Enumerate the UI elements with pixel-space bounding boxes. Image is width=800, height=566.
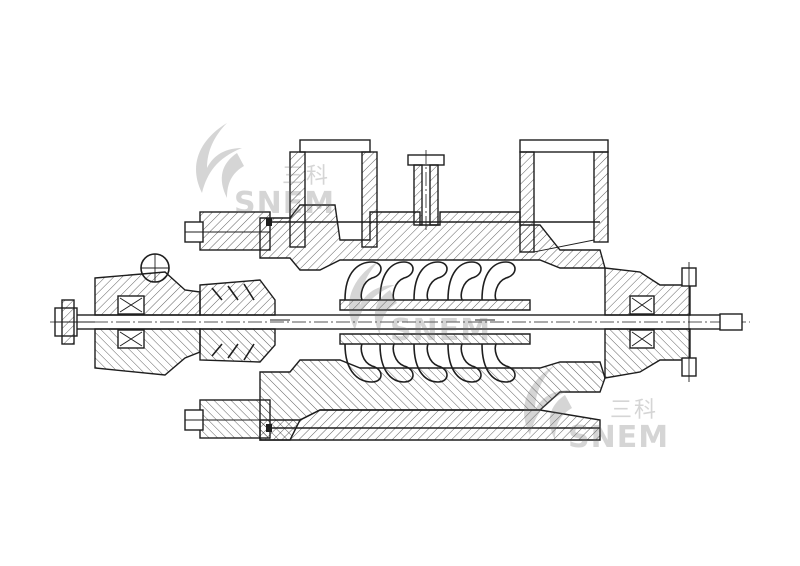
balance-pipe-nozzle — [407, 150, 445, 230]
left-bearing-housing — [94, 253, 201, 376]
impeller-stages-upper — [339, 261, 531, 311]
upper-gland-block — [184, 211, 271, 251]
right-bearing-housing — [604, 262, 697, 382]
pump-shaft — [50, 313, 750, 331]
suction-nozzle — [289, 139, 378, 248]
support-foot — [259, 409, 601, 441]
suction-impeller — [199, 279, 276, 363]
lower-gland-block — [184, 399, 271, 439]
impeller-stages-lower — [339, 333, 531, 383]
tie-bolts — [266, 218, 600, 432]
discharge-nozzle — [519, 139, 609, 253]
coupling-end — [54, 299, 95, 345]
